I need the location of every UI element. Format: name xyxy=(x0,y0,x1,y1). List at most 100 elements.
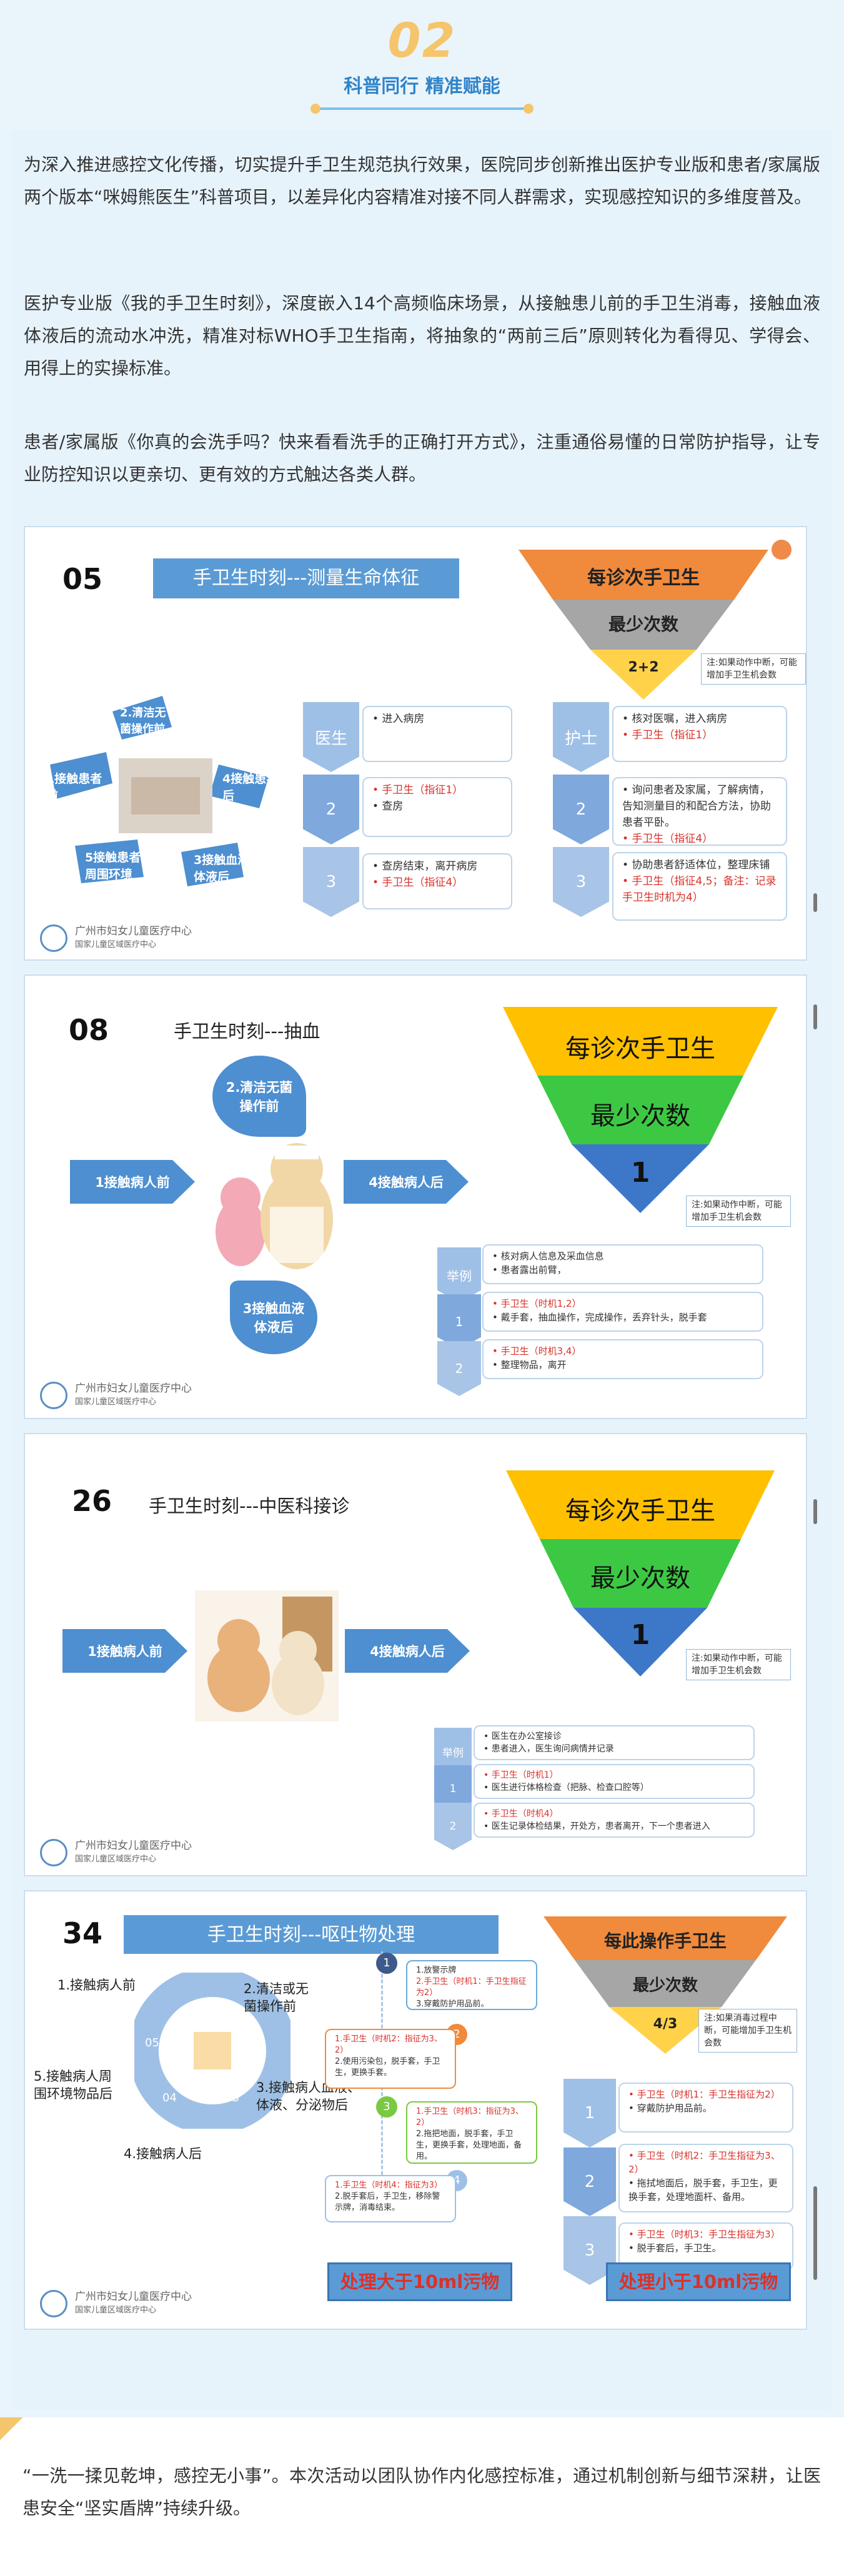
moment-1-arrow: 1接触病人前 xyxy=(62,1629,187,1673)
doctor-step-2-chevron: 2 xyxy=(303,775,359,845)
hospital-logo: 广州市妇女儿童医疗中心 国家儿童区域医疗中心 xyxy=(40,2290,290,2321)
hospital-logo-icon xyxy=(40,2290,67,2317)
example-row: • 核对病人信息及采血信息• 患者露出前臂， xyxy=(482,1244,763,1284)
role-doctor-chevron: 医生 xyxy=(303,702,359,772)
pyramid-note: 注:如果消毒过程中断，可能增加手卫生机会数 xyxy=(698,2009,797,2053)
nurse-step-2-chevron: 2 xyxy=(553,775,609,845)
section-header: 02 科普同行 精准赋能 xyxy=(0,12,844,98)
pyramid-graphic xyxy=(506,1470,775,1677)
intro-paragraph-1: 为深入推进感控文化传播，切实提升手卫生规范执行效果，医院同步创新推出医护专业版和… xyxy=(24,154,820,207)
moment-1-label: 1接触患者前 xyxy=(46,772,102,803)
slide-08: 08 手卫生时刻---抽血 每诊次手卫生 最少次数 1 注:如果动作中断，可能增… xyxy=(24,974,807,1419)
small-step-1-row: • 手卫生（时机1：手卫生指征为2）• 穿戴防护用品前。 xyxy=(618,2083,793,2133)
small-spill-caption: 处理小于10ml污物 xyxy=(606,2262,791,2301)
ring-label-04: 04 xyxy=(162,2091,177,2104)
pyramid-graphic xyxy=(503,1007,778,1213)
pyramid-note: 注:如果动作中断，可能增加手卫生机会数 xyxy=(701,653,806,685)
slide-title: 手卫生时刻---抽血 xyxy=(174,1021,320,1042)
closing-paragraph: “一洗一揉见乾坤，感控无小事”。本次活动以团队协作内化感控标准，通过机制创新与细… xyxy=(22,2465,821,2519)
moment-4-label: 4.接触病人后 xyxy=(124,2146,202,2161)
ring-label-03: 03 xyxy=(225,2091,239,2104)
ring-label-05: 05 xyxy=(145,2036,159,2049)
footer-band xyxy=(0,2417,844,2576)
five-moments-ring xyxy=(134,1973,290,2129)
small-step-1-chevron: 1 xyxy=(563,2079,616,2147)
pyramid-top-label: 每此操作手卫生 xyxy=(603,1931,727,1951)
nurse-row-3: • 协助患者舒适体位，整理床铺• 手卫生（指征4,5；备注：记录手卫生时机为4） xyxy=(612,852,787,921)
slide-number: 34 xyxy=(62,1916,103,1950)
scroll-indicator xyxy=(813,893,817,912)
large-step-1-badge: 1 xyxy=(376,1953,397,1974)
pyramid-top-label: 每诊次手卫生 xyxy=(565,1034,715,1063)
hospital-logo-icon xyxy=(40,924,67,952)
hospital-logo: 广州市妇女儿童医疗中心 国家儿童区域医疗中心 xyxy=(40,1839,290,1870)
intro-paragraph-2: 医护专业版《我的手卫生时刻》，深度嵌入14个高频临床场景，从接触患儿前的手卫生消… xyxy=(24,293,820,379)
pyramid-mid-label: 最少次数 xyxy=(590,1102,690,1131)
ring-label-01: 01 xyxy=(202,1996,216,2009)
moment-5-label: 5.接触病人周围环境物品后 xyxy=(34,2069,112,2101)
nurse-step-3-chevron: 3 xyxy=(553,847,609,917)
small-step-3-row: • 手卫生（时机3：手卫生指征为3）• 脱手套后，手卫生。 xyxy=(618,2222,793,2270)
step-2-row: • 手卫生（时机4）• 医生记录体检结果，开处方，患者离开，下一个患者进入 xyxy=(474,1803,755,1838)
section-number: 02 xyxy=(387,12,457,68)
hospital-logo: 广州市妇女儿童医疗中心 国家儿童区域医疗中心 xyxy=(40,1382,290,1413)
bear-consult-illustration xyxy=(195,1590,339,1721)
moment-4-arrow: 4接触病人后 xyxy=(345,1629,470,1673)
moment-2-label: 2.清洁无菌操作前 xyxy=(120,706,166,736)
pyramid-bottom-label: 4/3 xyxy=(653,2016,678,2032)
step-1-chevron: 1 xyxy=(437,1294,481,1349)
hospital-logo-icon xyxy=(40,1839,67,1866)
slide-number: 08 xyxy=(69,1013,109,1047)
moments-cycle-diagram xyxy=(50,696,269,886)
moment-2-label: 2.清洁或无菌操作前 xyxy=(244,1981,309,2014)
moment-5-label: 5接触患者周围环境 xyxy=(85,851,141,881)
pyramid-graphic xyxy=(544,1916,787,2054)
divider-dot-right xyxy=(524,104,534,114)
scroll-indicator xyxy=(813,1499,817,1524)
step-2-chevron: 2 xyxy=(437,1341,481,1396)
doctor-step-3-chevron: 3 xyxy=(303,847,359,917)
nurse-row-1: • 核对医嘱，进入病房• 手卫生（指征1） xyxy=(612,706,787,762)
pyramid-mid-label: 最少次数 xyxy=(608,614,678,635)
doctor-row-2: • 手卫生（指征1）• 查房 xyxy=(362,777,512,837)
large-step-3-row: 1.手卫生（时机3：指征为3、2）2.拖把地面，脱手套，手卫生，更换手套，处理地… xyxy=(406,2101,537,2164)
slide-number: 05 xyxy=(62,562,103,596)
pyramid-graphic xyxy=(519,550,768,700)
section-subtitle: 科普同行 精准赋能 xyxy=(344,76,500,97)
slide-05: 05 手卫生时刻---测量生命体征 每诊次手卫生 最少次数 2+2 注:如果动作… xyxy=(24,526,807,961)
slide-title: 手卫生时刻---测量生命体征 xyxy=(153,558,459,598)
moment-1-label: 1.接触病人前 xyxy=(57,1978,136,1993)
large-spill-caption: 处理大于10ml污物 xyxy=(327,2262,512,2301)
pyramid-top-label: 每诊次手卫生 xyxy=(587,567,700,589)
slide-title: 手卫生时刻---呕吐物处理 xyxy=(124,1915,499,1954)
moment-3-label: 3接触血液体液后 xyxy=(194,853,250,884)
doctor-row-3: • 查房结束，离开病房• 手卫生（指征4） xyxy=(362,853,512,909)
moment-4-label: 4接触患者后 xyxy=(222,772,279,803)
moment-3-arrow: 3接触血液体液后 xyxy=(230,1281,317,1354)
moment-4-arrow: 4接触病人后 xyxy=(344,1160,469,1204)
small-step-2-chevron: 2 xyxy=(563,2147,616,2216)
header-divider xyxy=(315,107,528,110)
scroll-indicator xyxy=(813,1004,817,1029)
badge-icon xyxy=(772,540,792,560)
hospital-logo: 广州市妇女儿童医疗中心 国家儿童区域医疗中心 xyxy=(40,924,290,956)
slide-34: 34 手卫生时刻---呕吐物处理 每此操作手卫生 最少次数 4/3 注:如果消毒… xyxy=(24,1890,807,2330)
moment-1-arrow: 1接触病人前 xyxy=(70,1160,195,1204)
example-row: • 医生在办公室接诊• 患者进入，医生询问病情并记录 xyxy=(474,1725,755,1760)
slide-title: 手卫生时刻---中医科接诊 xyxy=(149,1495,350,1517)
pyramid-bottom-label: 2+2 xyxy=(628,660,659,675)
small-step-2-row: • 手卫生（时机2：手卫生指征为3、2）• 拖拭地面后，脱手套，手卫生，更换手套… xyxy=(618,2144,793,2212)
slide-number: 26 xyxy=(72,1484,112,1518)
step-1-row: • 手卫生（时机1,2）• 戴手套，抽血操作，完成操作，丢弃针头，脱手套 xyxy=(482,1292,763,1332)
pyramid-mid-label: 最少次数 xyxy=(632,1976,698,1995)
role-nurse-chevron: 护士 xyxy=(553,702,609,772)
large-step-3-badge: 3 xyxy=(376,2096,397,2118)
scroll-indicator xyxy=(813,2186,817,2280)
step-1-row: • 手卫生（时机1）• 医生进行体格检查（把脉、检查口腔等） xyxy=(474,1764,755,1799)
step-2-row: • 手卫生（时机3,4）• 整理物品，离开 xyxy=(482,1339,763,1379)
ring-label-02: 02 xyxy=(247,2039,261,2052)
intro-paragraph-3: 患者/家属版《你真的会洗手吗？快来看看洗手的正确打开方式》，注重通俗易懂的日常防… xyxy=(24,432,820,485)
step-2-chevron: 2 xyxy=(434,1803,472,1850)
hospital-logo-icon xyxy=(40,1382,67,1409)
